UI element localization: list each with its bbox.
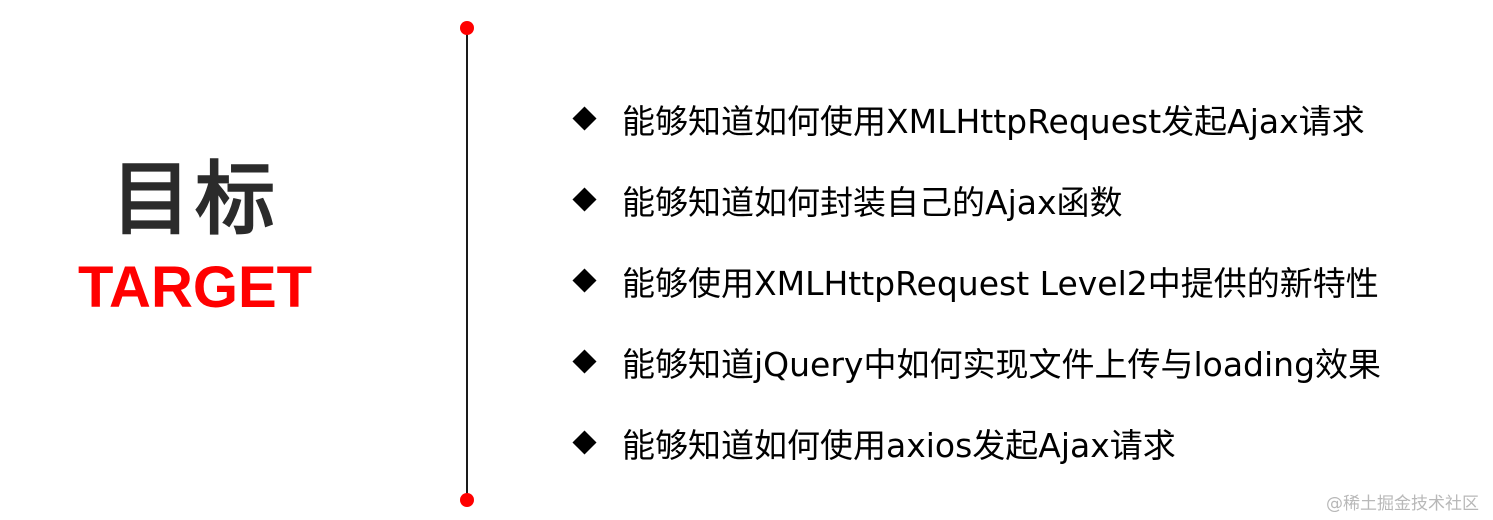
divider-top-dot [460,21,474,35]
diamond-bullet-icon [570,186,598,214]
list-item: 能够知道jQuery中如何实现文件上传与loading效果 [570,321,1381,402]
goal-text: 能够知道jQuery中如何实现文件上传与loading效果 [622,344,1382,384]
list-item: 能够知道如何使用axios发起Ajax请求 [570,402,1381,483]
list-item: 能够使用XMLHttpRequest Level2中提供的新特性 [570,240,1381,321]
page-subtitle: TARGET [77,255,313,320]
list-item: 能够知道如何封装自己的Ajax函数 [570,159,1381,240]
goal-text: 能够知道如何封装自己的Ajax函数 [622,182,1123,222]
vertical-divider [466,28,468,500]
divider-bottom-dot [460,493,474,507]
list-item: 能够知道如何使用XMLHttpRequest发起Ajax请求 [570,78,1381,159]
diamond-bullet-icon [570,348,598,376]
goal-text: 能够知道如何使用XMLHttpRequest发起Ajax请求 [622,101,1365,141]
goal-text: 能够使用XMLHttpRequest Level2中提供的新特性 [622,263,1379,303]
diamond-bullet-icon [570,105,598,133]
diamond-bullet-icon [570,429,598,457]
watermark: @稀土掘金技术社区 [1326,494,1479,514]
page-title: 目标 [111,153,279,246]
goal-text: 能够知道如何使用axios发起Ajax请求 [622,425,1176,465]
goal-list: 能够知道如何使用XMLHttpRequest发起Ajax请求 能够知道如何封装自… [570,78,1381,483]
title-block: 目标 TARGET [60,150,330,320]
diamond-bullet-icon [570,267,598,295]
